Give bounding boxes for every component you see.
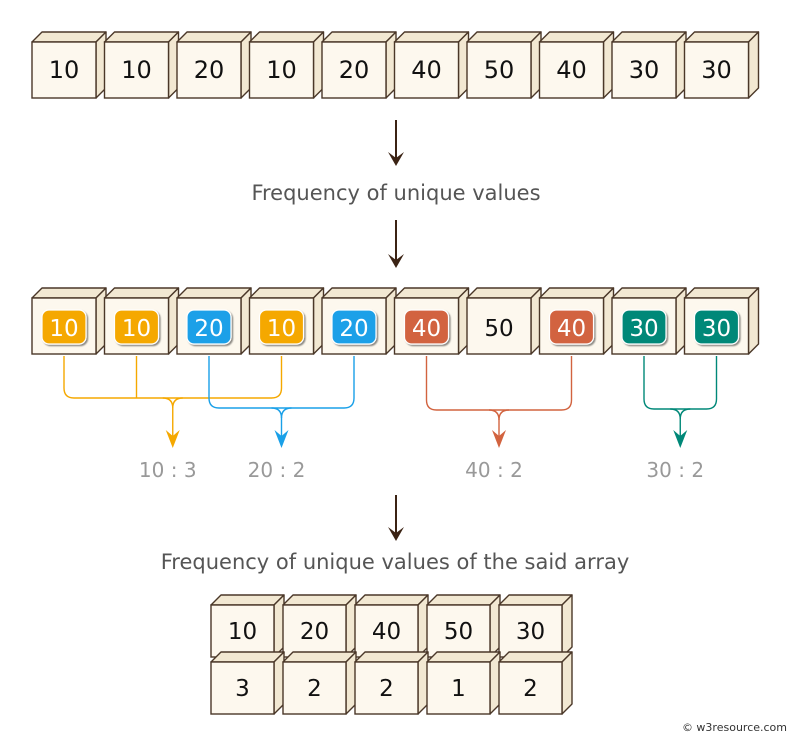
- cube-value: 20: [339, 316, 368, 342]
- value-chip: [41, 309, 87, 345]
- count-label: 20 : 2: [248, 458, 306, 482]
- cube-value: 30: [516, 619, 545, 645]
- count-label: 30 : 2: [646, 458, 704, 482]
- cube-value: 3: [235, 676, 250, 702]
- highlighted-cube: 50: [466, 287, 542, 355]
- input-cube: 10: [103, 31, 180, 99]
- cube-value: 10: [49, 316, 78, 342]
- cube-value: 20: [339, 56, 370, 84]
- result-value-cube: 10: [210, 594, 285, 658]
- highlighted-array-row: 10 10 20 10 20 40 50 40 30 30: [31, 287, 760, 355]
- highlighted-cube: 40: [393, 287, 470, 355]
- cube-value: 30: [629, 56, 660, 84]
- cube-value: 40: [556, 56, 587, 84]
- caption-frequency-of-unique-values: Frequency of unique values: [251, 181, 540, 205]
- cube-value: 40: [372, 619, 401, 645]
- cube-value: 40: [557, 316, 586, 342]
- input-cube: 30: [611, 31, 687, 99]
- connector-g30: [643, 356, 718, 448]
- value-chip: [258, 309, 305, 345]
- connector-g40: [425, 356, 573, 448]
- flow-arrow: [388, 120, 404, 166]
- cube-value: 2: [523, 676, 538, 702]
- highlighted-cube: 20: [321, 287, 397, 355]
- cube-value: 10: [49, 56, 80, 84]
- highlighted-cube: 10: [31, 287, 107, 355]
- cube-value: 30: [701, 56, 732, 84]
- cube-value: 50: [484, 316, 513, 342]
- value-chip: [113, 309, 160, 345]
- caption-frequency-of-unique-values-of-array: Frequency of unique values of the said a…: [161, 550, 630, 574]
- result-count-cube: 1: [426, 651, 501, 715]
- arrowhead: [673, 430, 688, 448]
- connector-g20: [208, 356, 355, 448]
- flow-arrow: [388, 495, 404, 541]
- value-chip: [403, 309, 450, 345]
- cube-value: 50: [444, 619, 473, 645]
- value-chip: [621, 309, 667, 345]
- cube-value: 10: [266, 56, 297, 84]
- cube-value: 20: [194, 316, 223, 342]
- result-value-cube: 50: [426, 594, 501, 658]
- cube-value: 10: [122, 316, 151, 342]
- highlighted-cube: 10: [103, 287, 180, 355]
- result-value-cube: 40: [354, 594, 429, 658]
- result-table: 10 20 40 50 30 3 2 2 1 2: [210, 594, 573, 715]
- highlighted-cube: 10: [248, 287, 325, 355]
- input-cube: 20: [321, 31, 397, 99]
- result-value-cube: 20: [282, 594, 357, 658]
- count-labels: 10 : 3 20 : 2 40 : 2 30 : 2: [139, 458, 704, 482]
- highlighted-cube: 20: [176, 287, 252, 355]
- cube-value: 2: [307, 676, 322, 702]
- input-cube: 20: [176, 31, 252, 99]
- cube-value: 40: [411, 56, 442, 84]
- connector-g10: [63, 356, 283, 448]
- count-label: 10 : 3: [139, 458, 197, 482]
- cube-value: 50: [484, 56, 515, 84]
- group-connectors: [63, 356, 718, 448]
- watermark: © w3resource.com: [682, 721, 787, 734]
- cube-value: 30: [702, 316, 731, 342]
- input-cube: 40: [538, 31, 615, 99]
- cube-value: 20: [194, 56, 225, 84]
- cube-value: 10: [121, 56, 152, 84]
- flow-arrow: [388, 220, 404, 268]
- result-count-cube: 3: [210, 651, 285, 715]
- value-chip: [186, 309, 232, 345]
- cube-value: 40: [412, 316, 441, 342]
- input-cube: 40: [393, 31, 470, 99]
- result-value-cube: 30: [498, 594, 573, 658]
- cube-value: 1: [451, 676, 466, 702]
- cube-value: 10: [228, 619, 257, 645]
- arrowhead: [492, 430, 506, 448]
- flow-arrows: [388, 120, 404, 541]
- input-cube: 50: [466, 31, 542, 99]
- highlighted-cube: 30: [683, 287, 760, 355]
- highlighted-cube: 30: [611, 287, 687, 355]
- cube-value: 20: [300, 619, 329, 645]
- input-cube: 10: [31, 31, 107, 99]
- value-chip: [693, 309, 740, 345]
- result-count-cube: 2: [354, 651, 429, 715]
- result-count-cube: 2: [498, 651, 573, 715]
- value-chip: [331, 309, 377, 345]
- input-cube: 30: [683, 31, 760, 99]
- cube-value: 30: [629, 316, 658, 342]
- value-chip: [548, 309, 595, 345]
- cube-value: 10: [267, 316, 296, 342]
- count-label: 40 : 2: [465, 458, 523, 482]
- highlighted-cube: 40: [538, 287, 615, 355]
- input-cube: 10: [248, 31, 325, 99]
- input-array-row: 10 10 20 10 20 40 50 40 30 30: [31, 31, 760, 99]
- result-count-cube: 2: [282, 651, 357, 715]
- arrowhead: [165, 430, 180, 448]
- arrowhead: [274, 430, 289, 448]
- cube-value: 2: [379, 676, 394, 702]
